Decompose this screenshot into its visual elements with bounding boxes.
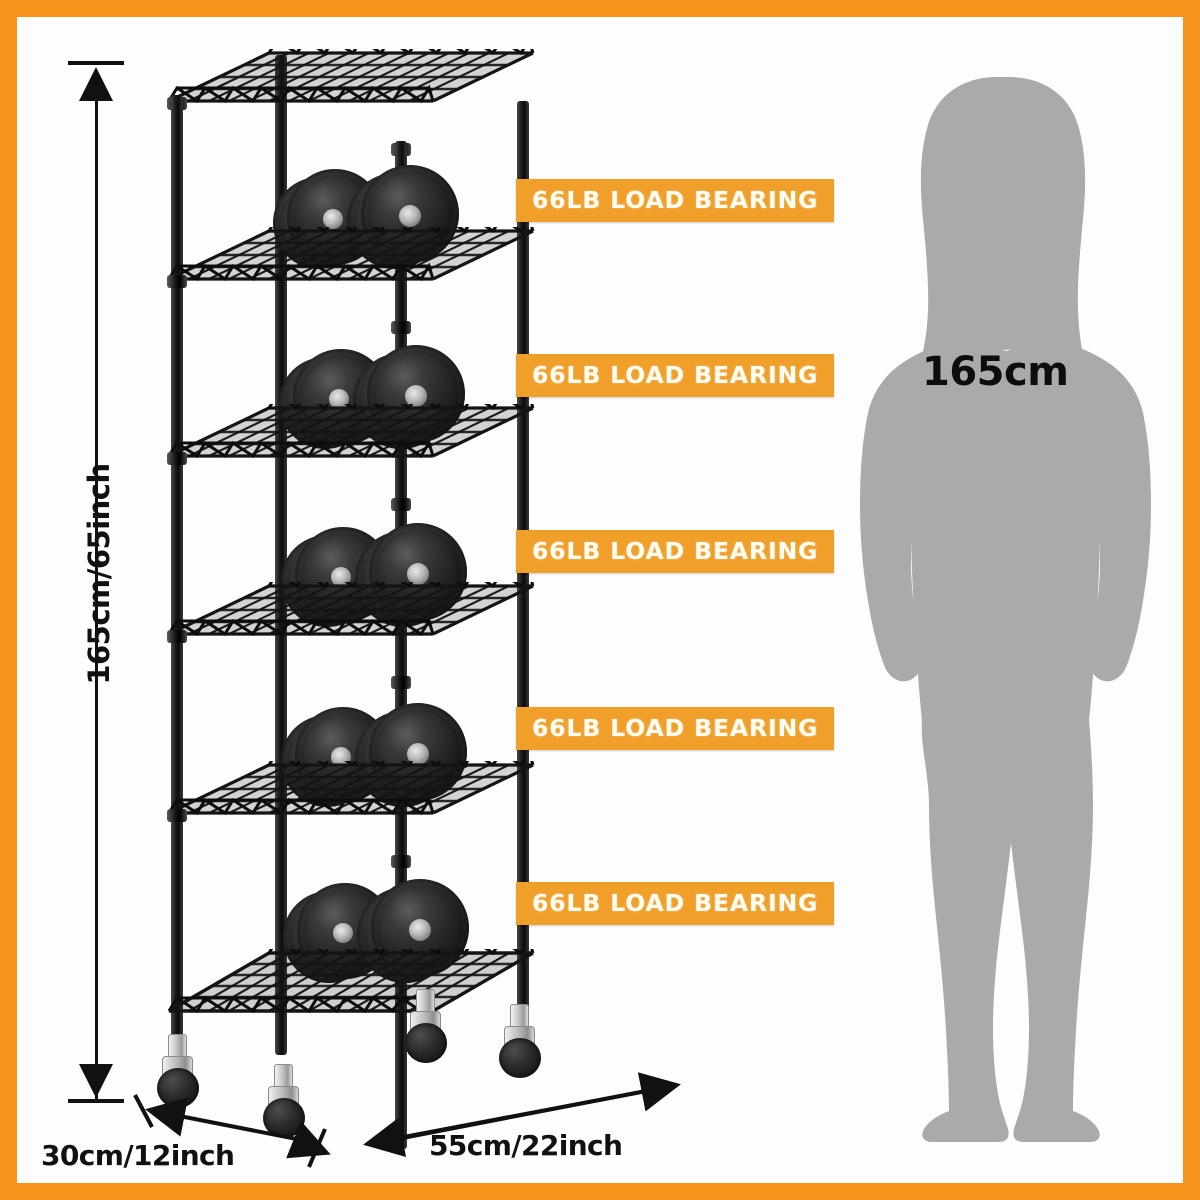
- load-bearing-label-5: 66LB LOAD BEARING: [516, 882, 835, 925]
- depth-dimension-label: 30cm/12inch: [41, 1139, 235, 1172]
- load-bearing-label-2: 66LB LOAD BEARING: [516, 354, 835, 397]
- dumbbell-hub: [323, 209, 343, 229]
- shelf-collar: [167, 630, 187, 643]
- shelf-tier-1: [165, 49, 537, 156]
- width-dimension-label: 55cm/22inch: [429, 1129, 623, 1162]
- height-dimension-line: [95, 77, 98, 1103]
- shelf-tier-6: [165, 949, 537, 1027]
- caster-front-center: [261, 1064, 307, 1138]
- height-dimension-top-cap: [68, 61, 124, 65]
- height-dimension-bottom-arrow: [79, 1064, 113, 1098]
- shelf-collar: [167, 809, 187, 822]
- shelf-collar: [391, 676, 411, 689]
- dumbbell-hub: [407, 743, 429, 765]
- shelf-tier-3: [165, 404, 537, 511]
- caster-wheel: [499, 1038, 541, 1078]
- load-bearing-label-1: 66LB LOAD BEARING: [516, 179, 835, 222]
- rack-post-front-left: [171, 95, 183, 1103]
- caster-wheel: [157, 1068, 199, 1108]
- dumbbell-hub: [399, 205, 421, 227]
- shelf-collar: [391, 855, 411, 868]
- shelf-tier-4: [165, 582, 537, 689]
- dumbbell-hub: [407, 563, 429, 585]
- dumbbell-hub: [409, 919, 431, 941]
- shelf-tier-2: [165, 227, 537, 334]
- human-silhouette: [837, 69, 1177, 1159]
- caster-front-left: [155, 1034, 201, 1108]
- figure-height-label: 165cm: [922, 349, 1069, 395]
- load-bearing-label-3: 66LB LOAD BEARING: [516, 530, 835, 573]
- dumbbell-hub: [333, 923, 353, 943]
- shelf-tier-5: [165, 761, 537, 868]
- caster-back-right: [497, 1004, 543, 1078]
- shelf-collar: [391, 321, 411, 334]
- infographic-canvas: 165cm/65inch: [17, 17, 1183, 1183]
- height-dimension-bottom-cap: [68, 1099, 124, 1103]
- load-bearing-label-4: 66LB LOAD BEARING: [516, 707, 835, 750]
- dumbbell-hub: [329, 389, 349, 409]
- shelf-collar: [391, 498, 411, 511]
- height-dimension-label: 165cm/65inch: [82, 463, 116, 685]
- wire-shelving-rack: [155, 49, 547, 1149]
- caster-wheel: [405, 1023, 447, 1063]
- caster-wheel: [263, 1098, 305, 1138]
- dumbbell-hub: [405, 385, 427, 407]
- shelf-collar: [167, 452, 187, 465]
- shelf-collar: [167, 275, 187, 288]
- caster-back-center: [403, 989, 449, 1063]
